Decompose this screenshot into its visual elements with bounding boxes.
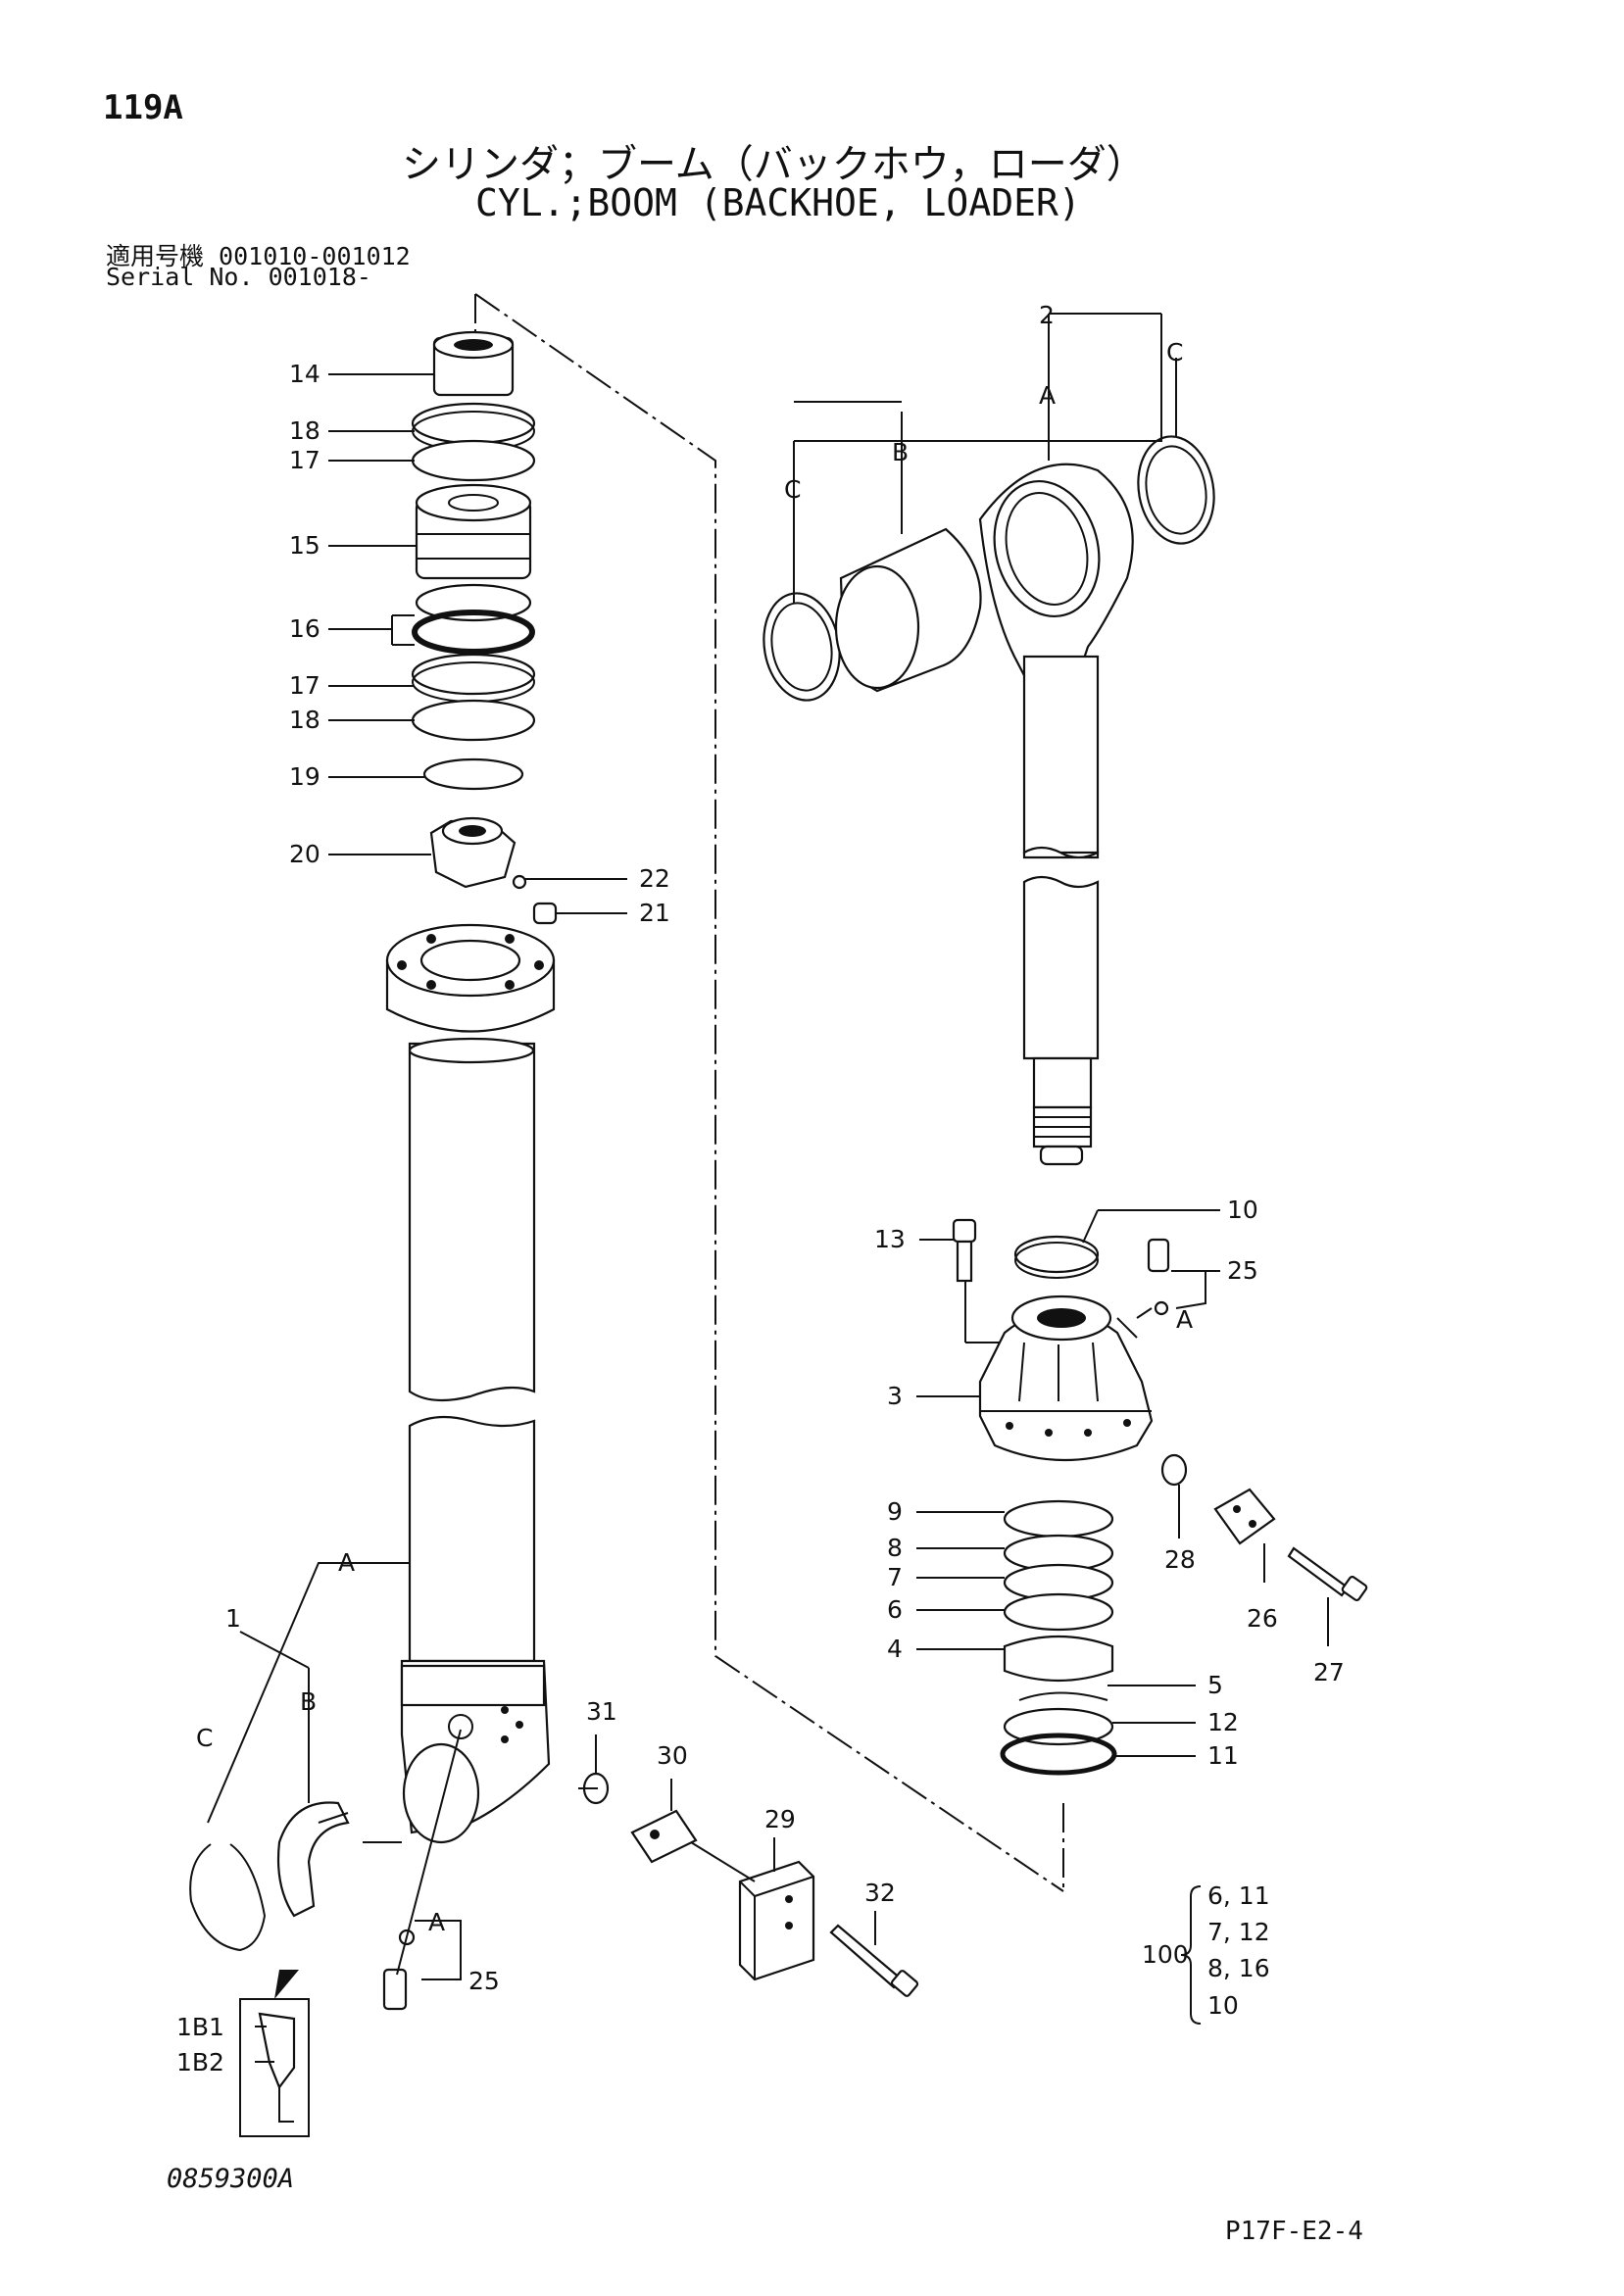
callout-C-right-right: C [1166, 338, 1183, 366]
part-21-set-screw [532, 902, 558, 925]
callout-2: 2 [1039, 301, 1055, 329]
callout-1B2: 1B2 [176, 2048, 224, 2076]
page-code: 119A [103, 88, 183, 127]
callout-18-upper: 18 [289, 416, 320, 445]
part-2a-rod-eye [978, 463, 1134, 1166]
part-27-bolt [1287, 1546, 1368, 1602]
callout-10: 10 [1227, 1196, 1258, 1224]
detail-box-bushing [239, 1970, 310, 2137]
callout-32: 32 [864, 1879, 896, 1907]
title-japanese: シリンダ；ブーム（バックホウ，ローダ） [402, 142, 1146, 187]
drawing-number: 0859300A [167, 2164, 295, 2194]
part-1b-bushing [276, 1801, 350, 1918]
part-1c-snap-ring [189, 1843, 267, 1952]
part-28-o-ring [1160, 1453, 1188, 1487]
callout-17-lower: 17 [289, 671, 320, 700]
serial-english: Serial No. 001018- [106, 263, 371, 291]
rod-seal-stack [1000, 1499, 1117, 1776]
part-17-wear-ring-lower [411, 653, 536, 703]
part-13-socket-bolt [952, 1218, 977, 1283]
callout-9: 9 [887, 1497, 903, 1526]
callout-5: 5 [1207, 1671, 1223, 1699]
callout-B-left: B [300, 1687, 317, 1716]
part-26-flange [1213, 1488, 1276, 1545]
part-29-valve-block [738, 1860, 815, 1981]
callout-A-mid-right: A [1176, 1305, 1193, 1334]
kit-line-1: 6, 11 [1207, 1881, 1270, 1910]
part-19-shim-washer [422, 757, 524, 791]
callout-27: 27 [1313, 1658, 1345, 1686]
part-25-check-valve-right [1147, 1238, 1170, 1316]
callout-29: 29 [764, 1805, 796, 1833]
callout-15: 15 [289, 531, 320, 560]
callout-11: 11 [1207, 1741, 1239, 1770]
part-18-backup-ring-lower [411, 699, 536, 742]
part-14-cushion-bearing [432, 330, 515, 397]
callout-18-lower: 18 [289, 706, 320, 734]
callout-22: 22 [639, 864, 670, 893]
callout-21: 21 [639, 899, 670, 927]
callout-13: 13 [874, 1225, 906, 1253]
callout-A-lower-left: A [428, 1908, 445, 1936]
part-16-seal-set [412, 583, 535, 655]
part-3-rod-cover [978, 1295, 1154, 1462]
callout-C-left: C [196, 1724, 213, 1752]
callout-20: 20 [289, 840, 320, 868]
cylinder-tube [385, 923, 556, 1844]
callout-6: 6 [887, 1595, 903, 1624]
callout-B-right: B [892, 438, 909, 466]
assembly-boundary [474, 293, 1064, 1892]
sheet-code: P17F-E2-4 [1225, 2217, 1363, 2246]
callout-14: 14 [289, 360, 320, 388]
callout-12: 12 [1207, 1708, 1239, 1736]
part-32-bolt [829, 1924, 919, 1997]
part-2b-bushing [834, 527, 982, 693]
part-20-piston-nut [429, 816, 517, 889]
serial-japanese: 適用号機 001010-001012 [106, 242, 411, 270]
part-10-dust-seal [1013, 1235, 1100, 1279]
part-17-wear-ring-upper [411, 439, 536, 482]
part-2c-ring-right [1137, 435, 1215, 545]
part-15-piston [415, 483, 532, 580]
kit-line-2: 7, 12 [1207, 1918, 1270, 1946]
callout-1: 1 [225, 1604, 241, 1633]
callout-19: 19 [289, 762, 320, 791]
callout-25-left: 25 [468, 1967, 500, 1995]
part-18-backup-ring-upper [411, 402, 536, 452]
part-2c-ring-left [763, 592, 841, 702]
callout-C-right-left: C [784, 475, 801, 504]
kit-number: 100 [1142, 1940, 1189, 1969]
callout-3: 3 [887, 1382, 903, 1410]
callout-8: 8 [887, 1534, 903, 1562]
callout-labels: 14 18 17 15 16 17 18 19 20 22 21 A 1 B C… [176, 301, 1345, 2076]
part-30-flange [630, 1809, 698, 1864]
kit-line-4: 10 [1207, 1991, 1239, 2020]
part-25-check-valve-left [382, 1929, 416, 2011]
callout-31: 31 [586, 1697, 617, 1726]
callout-17-upper: 17 [289, 446, 320, 474]
callout-A-right: A [1039, 381, 1056, 410]
callout-1B1: 1B1 [176, 2013, 224, 2041]
callout-28: 28 [1164, 1545, 1196, 1574]
callout-7: 7 [887, 1563, 903, 1591]
kit-line-3: 8, 16 [1207, 1954, 1270, 1982]
callout-26: 26 [1247, 1604, 1278, 1633]
callout-4: 4 [887, 1635, 903, 1663]
leader-lines [207, 313, 1329, 2063]
callout-A-left: A [338, 1548, 355, 1577]
callout-25-right: 25 [1227, 1256, 1258, 1285]
callout-30: 30 [657, 1741, 688, 1770]
title-english: CYL.;BOOM (BACKHOE, LOADER) [475, 181, 1081, 224]
callout-16: 16 [289, 614, 320, 643]
part-22-ball [512, 874, 527, 890]
